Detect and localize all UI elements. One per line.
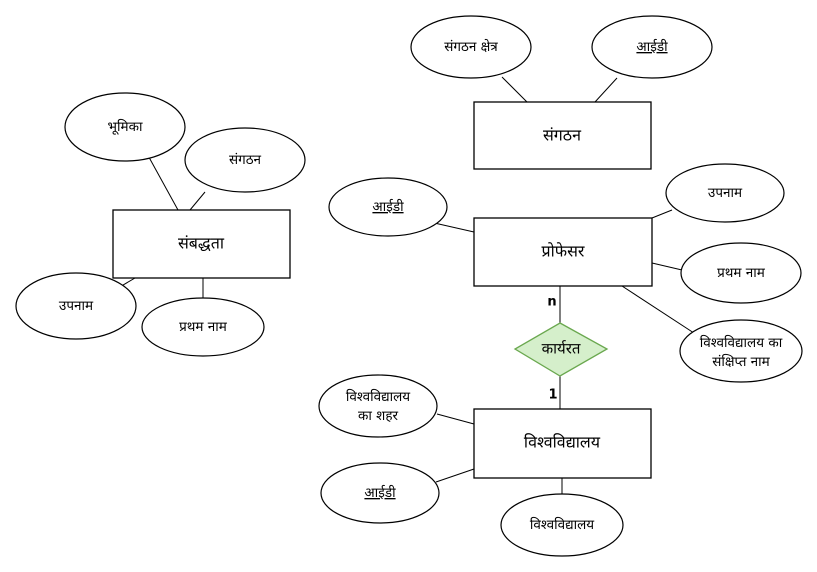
attribute-uni-city-label-line1: विश्वविद्यालय xyxy=(346,388,411,405)
attribute-affiliation-org xyxy=(184,127,306,193)
attribute-org-area-label: संगठन क्षेत्र xyxy=(444,38,498,55)
line-prof-uni-abbr xyxy=(621,285,698,336)
attribute-prof-uni-abbr-label-line2: संक्षिप्त नाम xyxy=(712,353,770,370)
entity-affiliation xyxy=(112,209,291,279)
attribute-uni-id xyxy=(320,462,440,524)
attribute-prof-id xyxy=(328,177,448,237)
attribute-prof-uni-abbr-label-line1: विश्वविद्यालय का xyxy=(700,334,783,351)
line-prof-surname xyxy=(651,209,673,219)
cardinality-university-side: 1 xyxy=(548,388,557,403)
attribute-uni-city xyxy=(318,374,438,438)
relationship-works-at xyxy=(513,322,609,377)
attribute-prof-first-name-label: प्रथम नाम xyxy=(717,265,766,281)
cardinality-professor-side: n xyxy=(547,295,556,310)
attribute-uni-name-label: विश्वविद्यालय xyxy=(530,516,595,533)
entity-professor-label: प्रोफेसर xyxy=(542,242,585,261)
line-uni-city xyxy=(436,413,475,425)
attribute-affiliation-first-name-label: प्रथम नाम xyxy=(179,319,228,335)
attribute-prof-surname xyxy=(665,163,785,223)
entity-university-label: विश्वविद्यालय xyxy=(524,433,601,452)
attribute-uni-city-label-line2: का शहर xyxy=(358,408,399,424)
attribute-affiliation-role xyxy=(64,92,186,162)
entity-affiliation-label: संबद्धता xyxy=(178,234,225,253)
attribute-prof-uni-abbr xyxy=(679,319,803,383)
line-uni-id xyxy=(435,468,475,483)
attribute-prof-id-label: आईडी xyxy=(372,198,404,215)
line-org-area xyxy=(501,76,528,103)
attribute-org-area xyxy=(410,15,532,79)
attribute-prof-first-name xyxy=(680,242,802,304)
line-org-id xyxy=(594,77,618,103)
attribute-prof-surname-label: उपनाम xyxy=(708,185,743,201)
connector-lines xyxy=(117,76,698,494)
attribute-affiliation-org-label: संगठन xyxy=(229,152,262,168)
line-prof-first-name xyxy=(651,262,683,271)
entity-organization xyxy=(473,101,652,170)
attribute-affiliation-surname xyxy=(15,272,137,340)
relationship-works-at-label: कार्यरत xyxy=(542,340,581,358)
attribute-affiliation-role-label: भूमिका xyxy=(108,118,143,135)
attribute-uni-name xyxy=(500,493,624,557)
entity-organization-label: संगठन xyxy=(543,126,582,145)
line-affiliation-role xyxy=(144,149,179,211)
attribute-affiliation-surname-label: उपनाम xyxy=(59,298,94,314)
attribute-org-id-label: आईडी xyxy=(636,38,668,55)
entity-university xyxy=(473,408,652,479)
attribute-uni-id-label: आईडी xyxy=(364,484,396,501)
entity-professor xyxy=(473,217,653,287)
attribute-affiliation-first-name xyxy=(141,297,265,357)
line-affiliation-org xyxy=(189,191,206,211)
attribute-org-id xyxy=(591,15,713,79)
